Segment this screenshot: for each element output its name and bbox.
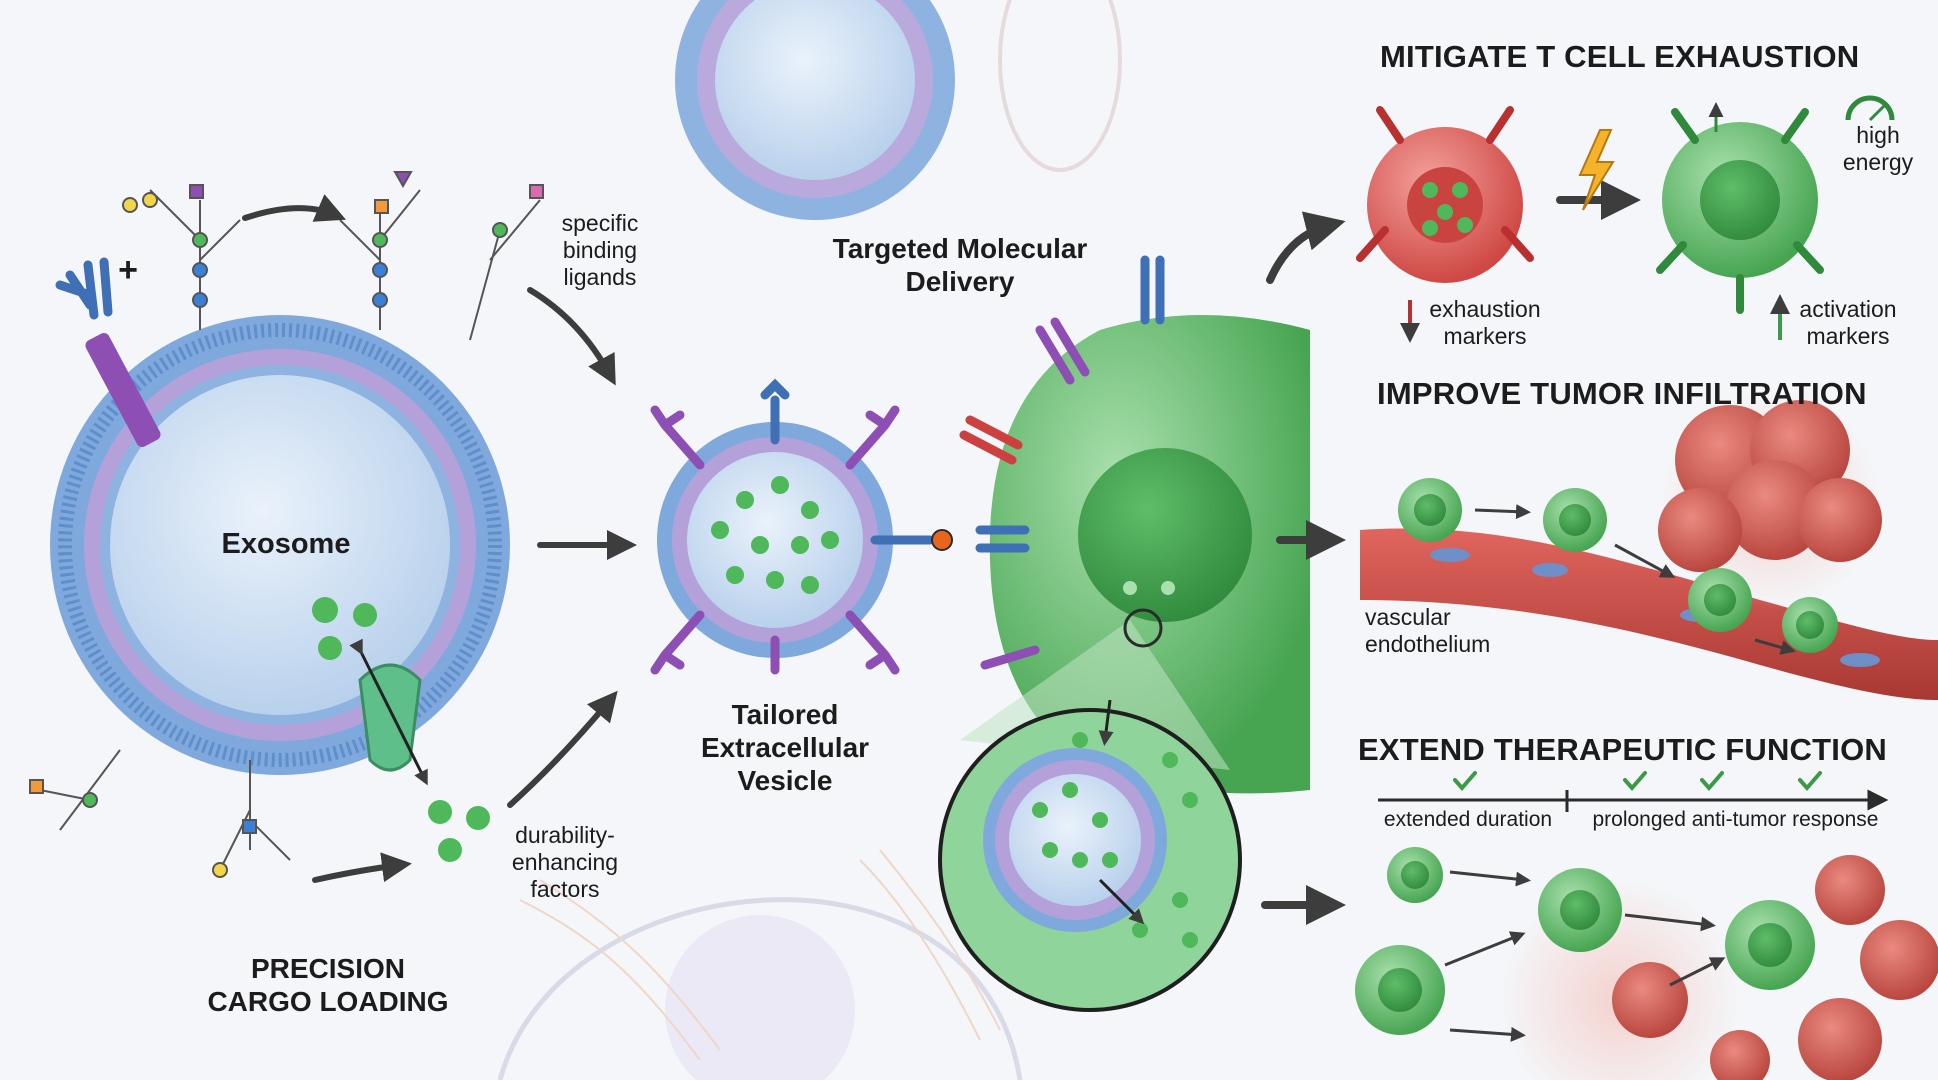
lightning-icon — [1578, 129, 1615, 211]
label-targeted-delivery: Targeted Molecular Delivery — [832, 233, 1088, 298]
label-specific-binding-ligands: specific binding ligands — [561, 210, 639, 291]
background-cells — [497, 0, 1122, 1080]
extended-t-cells — [1355, 847, 1938, 1080]
energy-gauge-icon — [1845, 95, 1895, 122]
label-prolonged-response: prolonged anti-tumor response — [1592, 808, 1879, 831]
label-plus: + — [118, 251, 138, 289]
label-extended-duration: extended duration — [1383, 808, 1553, 831]
label-exosome: Exosome — [221, 528, 351, 560]
label-durability-factors: durability- enhancing factors — [511, 822, 619, 903]
left-arrows — [242, 194, 637, 883]
zoom-inset — [938, 608, 1242, 1012]
top-vesicle — [675, 0, 955, 220]
heading-extend: EXTEND THERAPEUTIC FUNCTION — [1358, 732, 1887, 767]
label-activation-markers: activation markers — [1799, 296, 1897, 350]
tumor-mass — [1658, 390, 1882, 610]
infiltrating-t-cells — [1398, 478, 1838, 655]
durability-cargo — [428, 800, 490, 862]
heading-improve: IMPROVE TUMOR INFILTRATION — [1377, 376, 1867, 411]
timeline — [1378, 789, 1889, 812]
active-t-cell — [1656, 102, 1824, 314]
right-arrows — [1261, 180, 1641, 925]
label-tailored-vesicle: Tailored Extracellular Vesicle — [700, 699, 870, 797]
checkmark-icon — [1453, 771, 1822, 792]
heading-mitigate: MITIGATE T CELL EXHAUSTION — [1380, 39, 1860, 74]
exosome — [50, 257, 510, 786]
glycan-chains — [29, 171, 544, 878]
tailored-vesicle — [650, 378, 953, 675]
label-exhaustion-markers: exhaustion markers — [1429, 296, 1541, 350]
label-high-energy: high energy — [1842, 122, 1914, 176]
label-precision-cargo-loading: PRECISION CARGO LOADING — [207, 953, 449, 1018]
exhausted-t-cell — [1356, 106, 1534, 283]
label-vascular-endothelium: vascular endothelium — [1365, 604, 1491, 658]
